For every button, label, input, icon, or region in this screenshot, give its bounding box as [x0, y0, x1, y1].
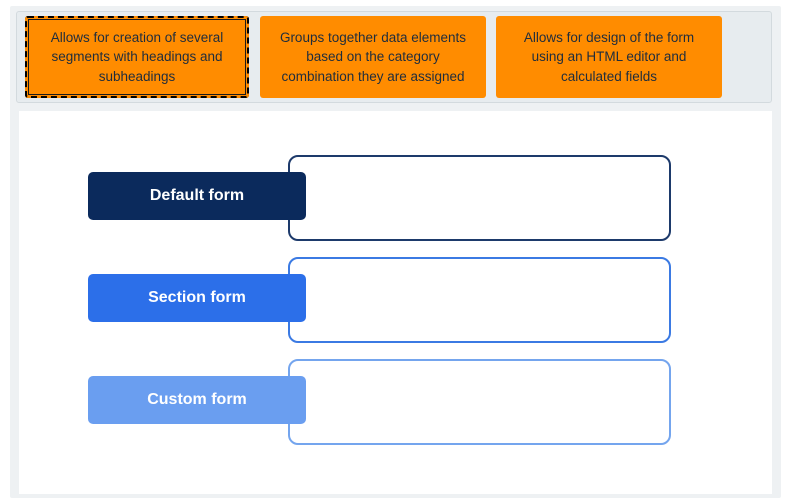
target-label-custom-form: Custom form: [88, 376, 306, 424]
answer-card-sections[interactable]: Allows for creation of several segments …: [25, 16, 249, 98]
target-label-section-form: Section form: [88, 274, 306, 322]
drop-zone-custom-form[interactable]: [288, 359, 671, 445]
answer-card-html-editor[interactable]: Allows for design of the form using an H…: [496, 16, 722, 98]
answer-card-category-groups[interactable]: Groups together data elements based on t…: [260, 16, 486, 98]
target-label-default-form: Default form: [88, 172, 306, 220]
drop-zone-section-form[interactable]: [288, 257, 671, 343]
drop-zone-default-form[interactable]: [288, 155, 671, 241]
